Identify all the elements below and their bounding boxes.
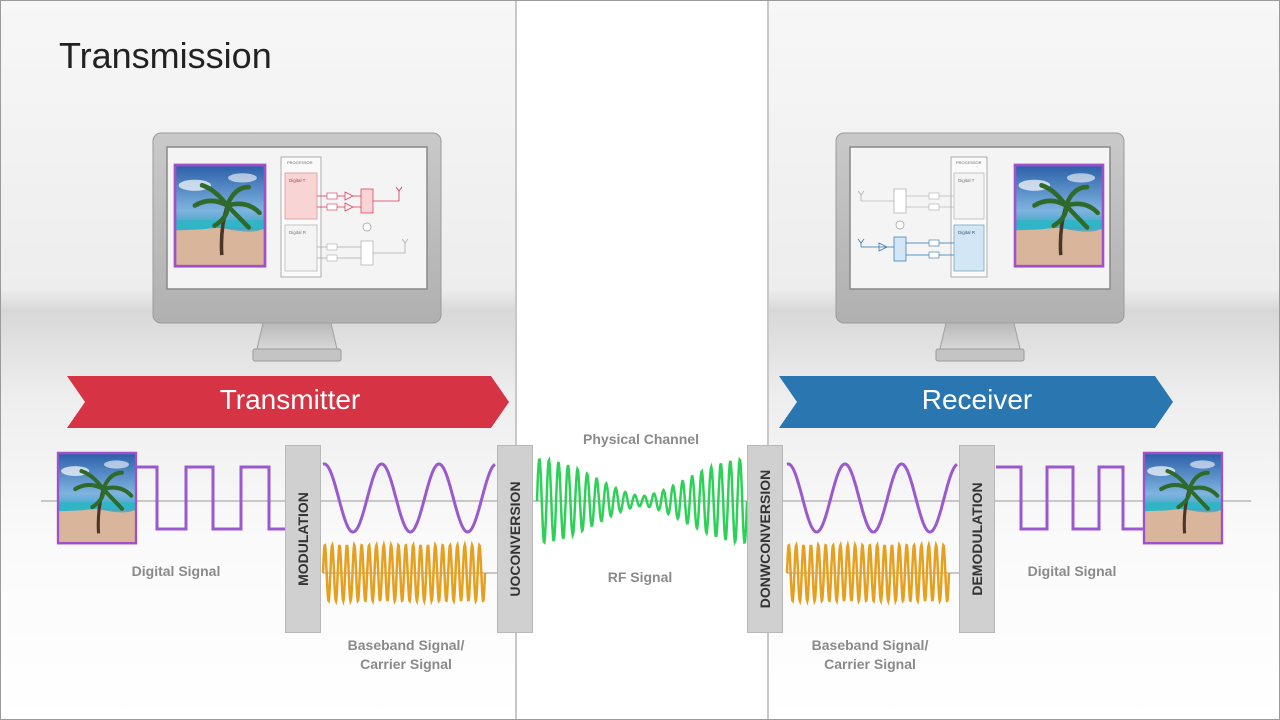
transmitter-banner [67, 376, 509, 428]
tx-processor-label: PROCESSOR [287, 160, 313, 165]
digital-signal-left [136, 465, 286, 531]
digital-signal-label-left: Digital Signal [131, 563, 221, 579]
rx-digital-rx-label: Digital R [958, 230, 976, 235]
upconversion-label: UOCONVERSION [507, 481, 523, 597]
baseband-label-right: Baseband Signal/ Carrier Signal [785, 636, 955, 674]
modulation-label: MODULATION [295, 492, 311, 586]
digital-signal-right [996, 465, 1144, 531]
physical-channel-label: Physical Channel [583, 431, 699, 447]
upconversion-block: UOCONVERSION [497, 445, 533, 633]
rf-signal-label: RF Signal [607, 569, 673, 585]
antenna-icon [395, 186, 403, 192]
palm-beach-photo [175, 165, 265, 266]
carrier-wave-right [785, 540, 951, 606]
divider-left [515, 1, 517, 719]
palm-beach-photo [1015, 165, 1103, 266]
antenna-icon [857, 238, 865, 247]
divider-right [767, 1, 769, 719]
downconversion-label: DONWCONVERSION [757, 469, 773, 609]
demodulation-block: DEMODULATION [959, 445, 995, 633]
downconversion-block: DONWCONVERSION [747, 445, 783, 633]
receiver-banner-label: Receiver [921, 384, 1033, 415]
palm-beach-photo [58, 453, 136, 543]
baseband-label-left-line2: Carrier Signal [360, 656, 452, 672]
rf-signal-wave [535, 456, 749, 546]
rx-processor-label: PROCESSOR [956, 160, 982, 165]
baseband-label-left-line1: Baseband Signal/ [347, 637, 465, 653]
rx-digital-tx-label: Digital T [958, 178, 975, 183]
baseband-wave-right [786, 462, 958, 534]
baseband-label-right-line2: Carrier Signal [824, 656, 916, 672]
page-title: Transmission [59, 35, 272, 76]
demodulation-label: DEMODULATION [969, 482, 985, 596]
transmitter-processor-diagram: PROCESSOR Digital T Digital R [280, 156, 409, 278]
modulation-block: MODULATION [285, 445, 321, 633]
mixer-icon [362, 222, 372, 232]
digital-signal-label-right: Digital Signal [1027, 563, 1117, 579]
receiver-banner [779, 376, 1173, 428]
transmitter-banner-label: Transmitter [219, 384, 361, 415]
tx-digital-rx-label: Digital R [289, 230, 307, 235]
carrier-wave-left [321, 540, 487, 606]
receiver-processor-diagram: PROCESSOR Digital T Digital R [857, 156, 988, 278]
baseband-wave-left [322, 462, 496, 534]
palm-beach-photo [1144, 453, 1222, 543]
tx-digital-tx-label: Digital T [289, 178, 306, 183]
baseband-label-left: Baseband Signal/ Carrier Signal [321, 636, 491, 674]
baseband-label-right-line1: Baseband Signal/ [811, 637, 929, 653]
